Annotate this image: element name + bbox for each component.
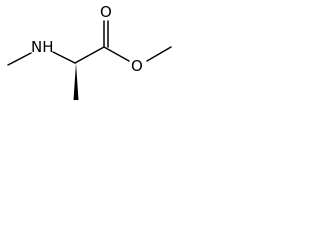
n-methyl-bond	[7, 52, 32, 66]
ester-oxygen-bond	[103, 46, 130, 62]
n-alpha-carbon-bond	[52, 51, 76, 64]
o-methyl-bond	[146, 46, 172, 62]
alpha-carbonyl-bond	[74, 46, 105, 64]
ester-oxygen-label: O	[131, 57, 143, 75]
molecule-svg: NH O O	[7, 3, 172, 100]
stereo-wedge-bond	[73, 63, 79, 100]
nitrogen-label: NH	[31, 38, 54, 56]
structure-diagram: NH O O	[0, 0, 180, 112]
carbonyl-oxygen-label: O	[100, 3, 112, 21]
